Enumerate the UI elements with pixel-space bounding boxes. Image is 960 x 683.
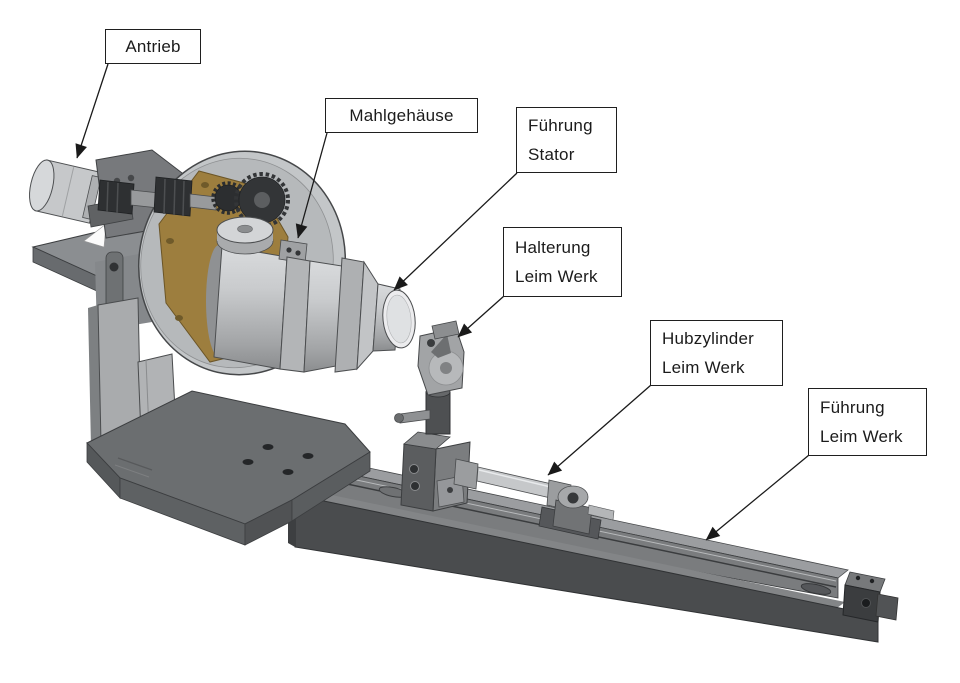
label-mahlgehaeuse-text: Mahlgehäuse: [349, 105, 454, 125]
leader-fuehrung-leim-werk: [705, 454, 810, 541]
coupling: [97, 179, 135, 215]
rail-slot: [800, 583, 832, 595]
label-halterung-line1: Halterung: [515, 238, 591, 257]
leader-antrieb: [75, 63, 109, 159]
leader-halterung: [457, 295, 505, 338]
leader-fuehrung-stator: [393, 172, 518, 291]
carriage-front: [400, 443, 437, 512]
label-fuehrung-leim-werk-line1: Führung: [820, 398, 885, 417]
stand-chamfer-highlight: [83, 223, 107, 248]
coupling: [153, 176, 193, 217]
label-halterung-line2: Leim Werk: [515, 267, 598, 286]
label-hubzylinder-leim-werk: Hubzylinder Leim Werk: [650, 320, 783, 386]
bolt-hole: [262, 444, 274, 450]
stator-guide-shaft: [372, 283, 416, 352]
holder-jaw-notch: [431, 334, 451, 358]
base-plate: [86, 390, 371, 546]
glue-unit-lift-cylinder: [453, 458, 615, 540]
leader-mahlgehaeuse: [295, 132, 328, 239]
rail-end-block: [842, 571, 899, 623]
label-hubzylinder-line2: Leim Werk: [662, 358, 745, 377]
label-fuehrung-stator: Führung Stator: [516, 107, 617, 173]
label-halterung-leim-werk: Halterung Leim Werk: [503, 227, 622, 297]
bolt-hole: [302, 453, 314, 459]
motor-end-cap: [29, 159, 55, 212]
drive-motor: [29, 159, 102, 224]
label-fuehrung-leim-werk: Führung Leim Werk: [808, 388, 927, 456]
label-antrieb: Antrieb: [105, 29, 201, 64]
label-hubzylinder-line1: Hubzylinder: [662, 329, 754, 348]
glue-unit-holder: [394, 320, 465, 435]
bolt-hole: [282, 469, 294, 475]
bolt-hole: [242, 459, 254, 465]
holder-carriage: [400, 431, 471, 512]
label-fuehrung-stator-line2: Stator: [528, 145, 575, 164]
leader-hubzylinder: [547, 384, 652, 476]
label-mahlgehaeuse: Mahlgehäuse: [325, 98, 478, 133]
label-fuehrung-leim-werk-line2: Leim Werk: [820, 427, 903, 446]
leader-lines: [75, 63, 810, 541]
end-block-socket: [861, 598, 871, 608]
grinding-housing: [206, 216, 379, 373]
label-fuehrung-stator-line1: Führung: [528, 116, 593, 135]
housing-segment-1: [213, 245, 288, 370]
rail-base-top: [295, 489, 845, 608]
label-antrieb-text: Antrieb: [125, 36, 181, 56]
gear-train: [97, 172, 290, 228]
guide-rail: [288, 457, 899, 643]
cylinder-left-flange: [453, 458, 479, 490]
